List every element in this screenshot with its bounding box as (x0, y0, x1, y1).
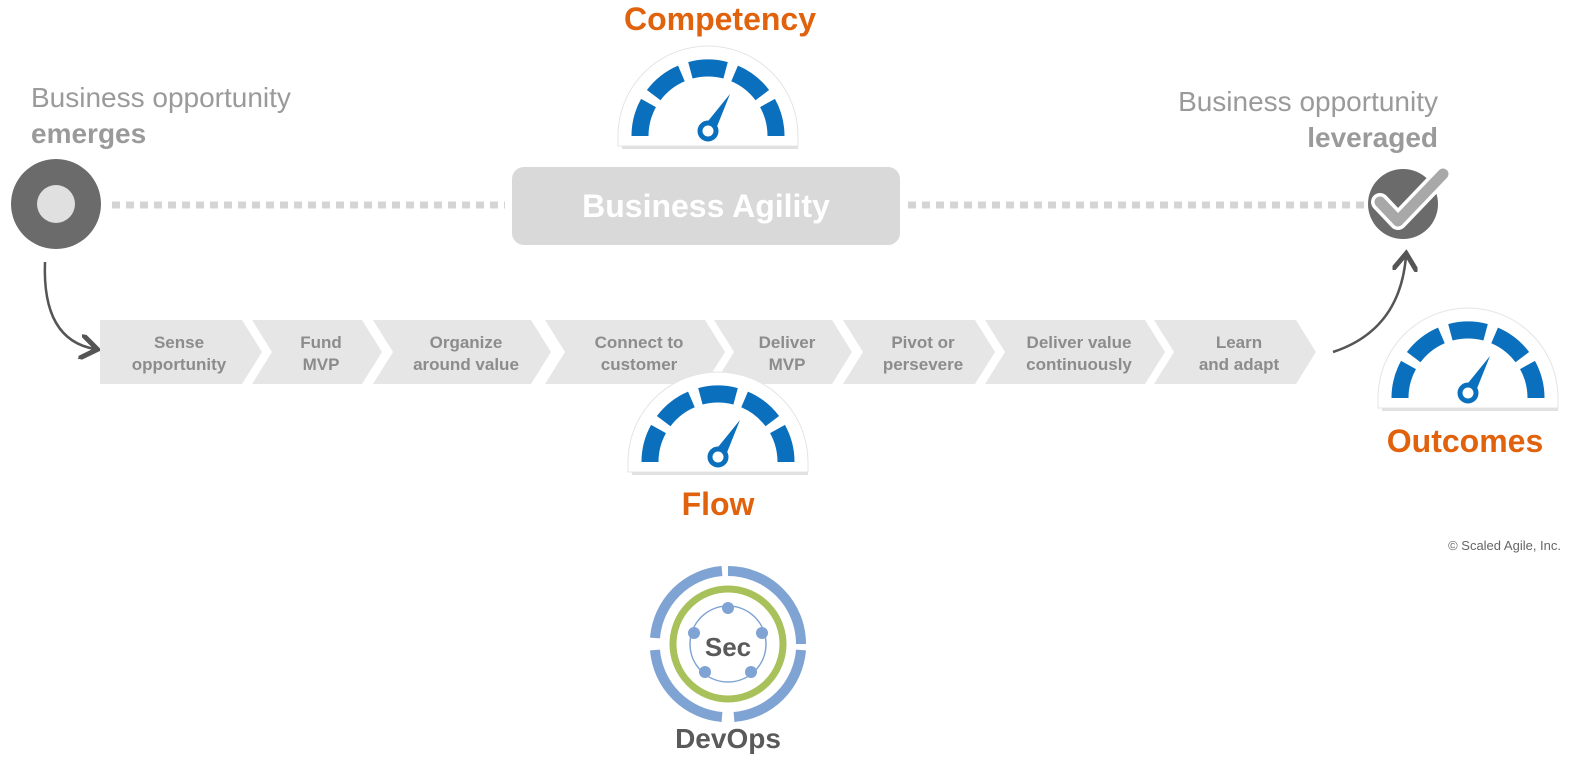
step-label-line1: Deliver (759, 333, 816, 352)
outcomes-title: Outcomes (1386, 423, 1544, 459)
step-7: Deliver value continuously (985, 320, 1165, 384)
step-chevron (985, 320, 1165, 384)
gauge-segment-4 (1490, 327, 1530, 363)
step-label-line1: Deliver value (1027, 333, 1132, 352)
step-chevron (252, 320, 382, 384)
step-label-line2: and adapt (1199, 355, 1280, 374)
step-chevron (373, 320, 551, 384)
gauge-segment-3 (688, 59, 728, 79)
step-chevron (714, 320, 852, 384)
gauge-segment-3 (698, 385, 738, 405)
flow-title: Flow (681, 486, 755, 522)
competency-gauge-icon (617, 45, 799, 149)
step-8: Learn and adapt (1154, 320, 1316, 384)
business-agility-banner: Business Agility (512, 167, 900, 245)
gauge-hub (1457, 382, 1479, 404)
checkmark-icon (1368, 165, 1452, 239)
gauge-dial (1377, 307, 1559, 409)
step-1: Sense opportunity (100, 320, 262, 384)
gauge-dial (617, 45, 799, 147)
end-label-line1: Business opportunity (1178, 86, 1438, 117)
devsecops-icon: Sec (650, 566, 806, 722)
gauge-segment-5 (769, 424, 795, 463)
start-label: Business opportunity emerges (31, 80, 291, 152)
gauge-dial (627, 371, 809, 473)
start-label-line1: Business opportunity (31, 82, 291, 113)
gauge-segment-2 (656, 391, 696, 427)
end-label-line2: leveraged (1307, 122, 1438, 153)
step-4: Connect to customer (545, 320, 725, 384)
step-label-line2: persevere (883, 355, 963, 374)
gauge-segment-4 (740, 391, 780, 427)
copyright-text: © Scaled Agile, Inc. (1448, 538, 1561, 553)
step-chevron (843, 320, 995, 384)
step-chevron (1154, 320, 1316, 384)
gauge-segment-5 (759, 98, 785, 137)
step-chevron (545, 320, 725, 384)
gauge-segment-2 (1406, 327, 1446, 363)
gauge-segment-4 (730, 65, 770, 101)
start-label-line2: emerges (31, 118, 147, 149)
step-label-line1: Fund (300, 333, 342, 352)
step-label-line1: Connect to (595, 333, 684, 352)
entry-arrow (43, 261, 95, 349)
flow-gauge-icon (627, 371, 809, 475)
step-label-line2: opportunity (132, 355, 227, 374)
step-label-line1: Learn (1216, 333, 1262, 352)
step-label-line2: continuously (1026, 355, 1132, 374)
competency-title: Competency (623, 1, 817, 37)
step-label-line2: customer (601, 355, 678, 374)
step-label-line2: MVP (303, 355, 340, 374)
outcomes-gauge-icon (1377, 307, 1559, 411)
step-label-line1: Sense (154, 333, 204, 352)
gauge-segment-2 (646, 65, 686, 101)
step-3: Organize around value (373, 320, 551, 384)
gauge-segment-1 (631, 98, 657, 137)
end-label: Business opportunity leveraged (1100, 84, 1438, 156)
gauge-segment-1 (641, 424, 667, 463)
devops-center-label: Sec (705, 632, 751, 662)
gauge-segment-5 (1519, 360, 1545, 399)
gauge-hub (697, 120, 719, 142)
step-label-line2: around value (413, 355, 519, 374)
step-label-line1: Pivot or (891, 333, 955, 352)
gauge-segment-3 (1448, 321, 1488, 341)
step-label-line2: MVP (769, 355, 806, 374)
devops-label: DevOps (675, 723, 781, 754)
dotted-timeline (112, 201, 1365, 209)
step-chevron (100, 320, 262, 384)
gauge-segment-1 (1391, 360, 1417, 399)
step-6: Pivot or persevere (843, 320, 995, 384)
gauge-hub (707, 446, 729, 468)
exit-arrow (1332, 256, 1406, 354)
step-label-line1: Organize (430, 333, 503, 352)
start-circle-icon (11, 159, 101, 249)
